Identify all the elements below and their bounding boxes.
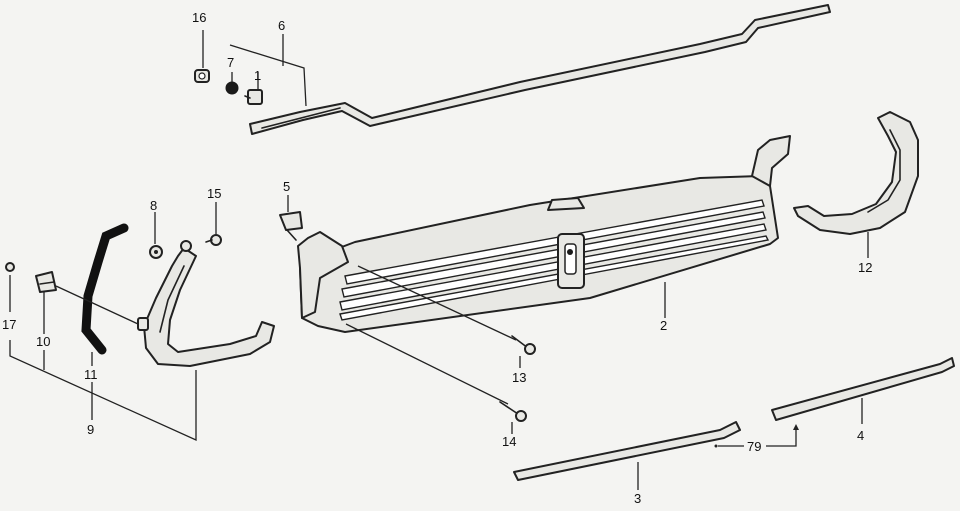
callout-11: 11	[84, 367, 98, 382]
left-bezel	[137, 247, 275, 367]
callout-12: 12	[858, 260, 872, 275]
callout-5: 5	[283, 179, 290, 194]
leader-lines	[9, 30, 869, 490]
callout-labels: 1 2 3 4 5 6 7 8 9 10 11 12 13 14 15 16 1…	[2, 10, 872, 506]
callout-14: 14	[502, 434, 516, 449]
lower-molding-3	[513, 421, 741, 481]
main-grille	[297, 135, 791, 333]
callout-9: 9	[87, 422, 94, 437]
screw-15	[205, 234, 222, 246]
callout-15: 15	[207, 186, 221, 201]
callout-10: 10	[36, 334, 50, 349]
callout-7: 7	[227, 55, 234, 70]
callout-17: 17	[2, 317, 16, 332]
right-bezel	[793, 111, 919, 235]
upper-molding-strip	[249, 4, 831, 135]
clip-1	[244, 89, 263, 105]
rubber-seal-11	[81, 223, 129, 355]
callout-2: 2	[660, 318, 667, 333]
callout-16: 16	[192, 10, 206, 25]
bracket-10	[35, 271, 57, 293]
callout-13: 13	[512, 370, 526, 385]
nut-16	[194, 69, 210, 83]
screw-17	[5, 262, 15, 272]
grille-slats	[339, 199, 770, 321]
washer-7	[225, 81, 239, 95]
callout-3: 3	[634, 491, 641, 506]
callout-6: 6	[278, 18, 285, 33]
clip-5	[279, 211, 303, 241]
nut-left-fastener	[180, 240, 192, 252]
callout-1: 1	[254, 68, 261, 83]
callout-79: 79	[747, 439, 761, 454]
screw-13	[511, 335, 536, 355]
callout-4: 4	[857, 428, 864, 443]
nut-8	[149, 245, 163, 259]
lower-molding-4	[771, 357, 955, 421]
callout-8: 8	[150, 198, 157, 213]
screw-14	[499, 401, 527, 422]
